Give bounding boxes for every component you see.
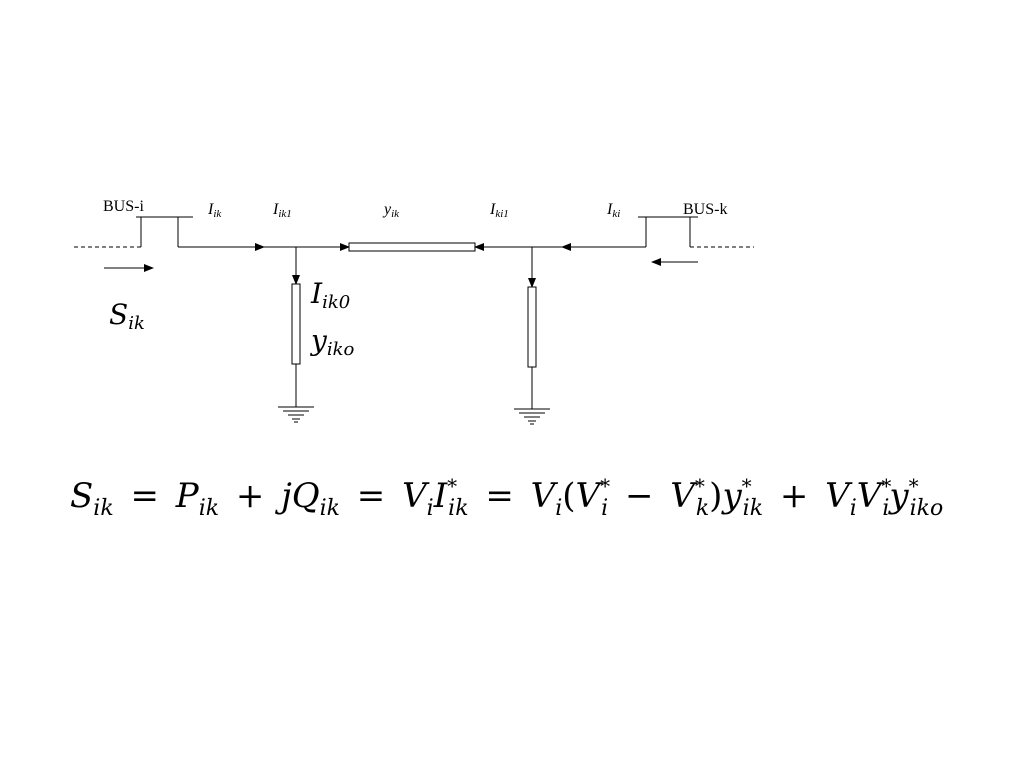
shunt-admittance-right xyxy=(527,286,537,368)
label-i-ik0: Iik0 xyxy=(310,277,350,313)
eq-v-i-2: Vi xyxy=(530,476,563,521)
label-i-ki1: Iki1 xyxy=(489,201,509,220)
eq-i-ik-conj: I*ik xyxy=(433,474,469,521)
eq-right-paren: ) xyxy=(709,476,723,516)
ground-symbol-right xyxy=(514,408,550,425)
eq-v-i-1: Vi xyxy=(402,476,434,521)
eq-v-i-3: Vi xyxy=(825,476,857,521)
label-i-ik1: Iik1 xyxy=(272,201,292,220)
bus-i-label: BUS-i xyxy=(103,198,144,215)
shunt-admittance-left xyxy=(291,283,301,365)
label-y-ik: yik xyxy=(382,201,400,220)
eq-s-ik: Sik xyxy=(70,476,114,521)
eq-v-k-conj: V*k xyxy=(670,474,710,521)
eq-v-i-conj-1: V*i xyxy=(575,474,611,521)
eq-equals-2: = xyxy=(356,476,386,516)
power-flow-equation: Sik = Pik + jQik = ViI*ik = Vi(V*i − V*k… xyxy=(70,474,943,524)
eq-equals-3: = xyxy=(485,476,514,516)
eq-jq-ik: jQik xyxy=(281,476,340,521)
eq-minus: − xyxy=(624,476,654,516)
label-i-ki: Iki xyxy=(606,201,620,220)
eq-left-paren: ( xyxy=(562,476,576,516)
ground-symbol-left xyxy=(278,406,314,423)
eq-equals-1: = xyxy=(130,476,159,516)
eq-y-iko-conj: y*iko xyxy=(889,474,944,521)
eq-y-ik-conj: y*ik xyxy=(722,474,764,521)
eq-plus-1: + xyxy=(235,476,265,516)
series-admittance-y-ik xyxy=(348,242,476,252)
eq-plus-2: + xyxy=(779,476,809,516)
label-y-iko: yiko xyxy=(309,324,354,360)
label-s-ik: Sik xyxy=(109,298,145,334)
label-i-ik: Iik xyxy=(207,201,222,220)
eq-p-ik: Pik xyxy=(175,476,220,521)
eq-v-i-conj-2: V*i xyxy=(856,474,892,521)
bus-k-label: BUS-k xyxy=(683,201,727,218)
